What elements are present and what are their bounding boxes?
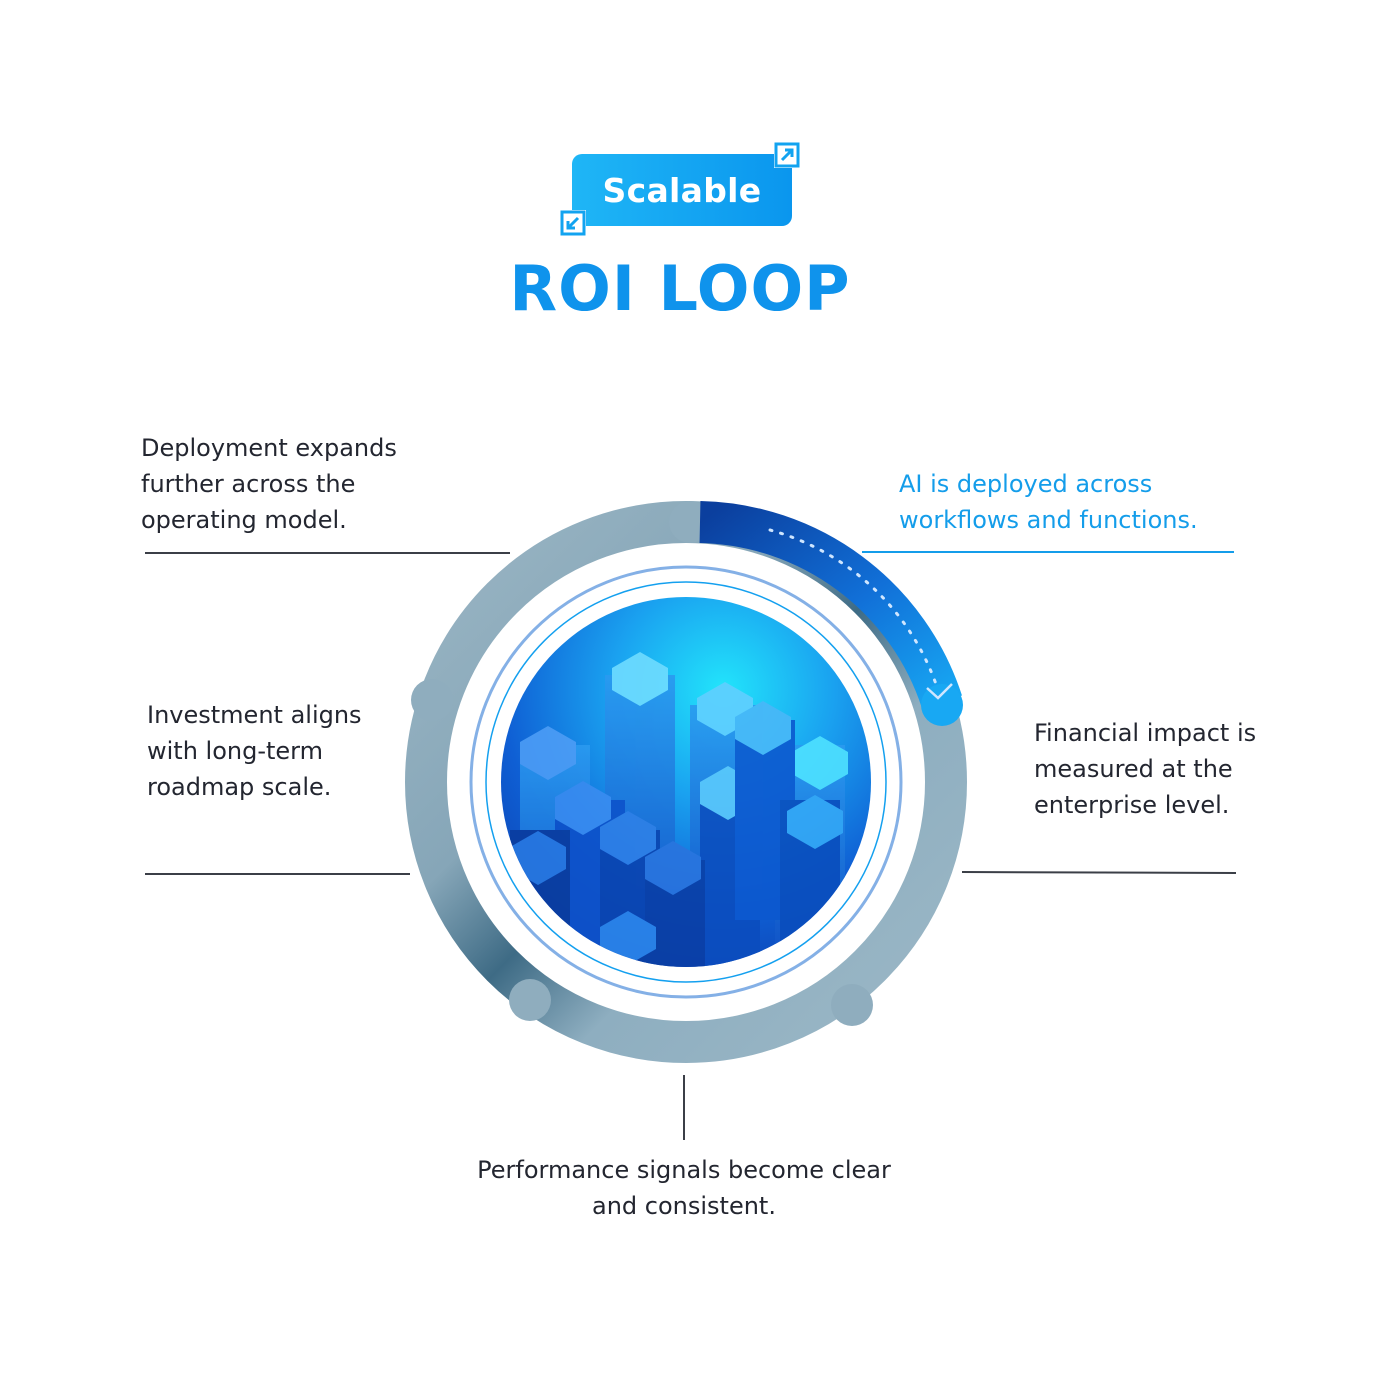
collapse-arrow-icon: [560, 210, 586, 236]
page-title: ROI LOOP: [509, 252, 851, 325]
hexagon-columns-image: [510, 652, 848, 967]
step-deployed: AI is deployed across workflows and func…: [899, 470, 1198, 534]
direction-arrow-icon: [926, 683, 953, 700]
scalable-badge: Scalable: [560, 142, 802, 238]
direction-dots: [768, 528, 940, 692]
badge-label: Scalable: [572, 154, 792, 226]
step-investment: Investment aligns with long-term roadmap…: [147, 701, 362, 801]
step-expansion: Deployment expands further across the op…: [141, 434, 397, 534]
step-performance: Performance signals become clear and con…: [477, 1156, 891, 1220]
active-loop-arc: [699, 501, 962, 709]
step-financial: Financial impact is measured at the ente…: [1034, 719, 1257, 819]
expand-arrow-icon: [774, 142, 800, 168]
leader-line-financial: [961, 871, 1237, 874]
